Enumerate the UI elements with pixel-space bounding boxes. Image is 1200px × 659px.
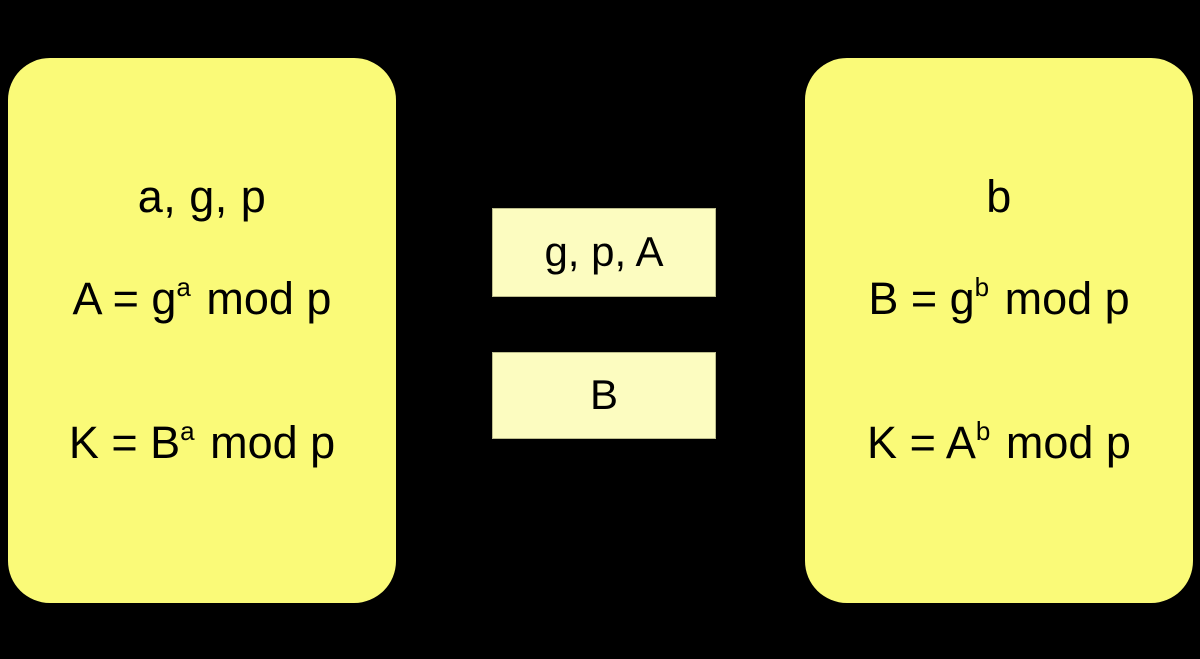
bob-public-key-formula: B = gb mod p [805, 273, 1195, 324]
bob-private-parameters: b [986, 171, 1012, 222]
alice-shared-secret-formula: K = Ba mod p [8, 417, 404, 468]
bob-public-formula-lhs: B = g [868, 273, 975, 324]
alice-secret-formula-exponent: a [180, 416, 195, 446]
message-label-b: B [589, 371, 618, 418]
alice-private-parameters: a, g, p [137, 171, 267, 222]
party-panel-alice: a, g, p A = ga mod p K = Ba mod p [8, 58, 396, 603]
bob-secret-formula-rhs: mod p [993, 417, 1131, 468]
alice-public-key-formula: A = ga mod p [8, 273, 402, 324]
bob-secret-formula-exponent: b [975, 416, 991, 446]
bob-secret-formula-lhs: K = A [867, 417, 976, 468]
bob-shared-secret-formula: K = Ab mod p [805, 417, 1195, 468]
alice-secret-formula-rhs: mod p [197, 417, 336, 468]
alice-secret-formula-lhs: K = B [68, 417, 181, 468]
bob-public-formula-rhs: mod p [992, 273, 1130, 324]
alice-public-formula-lhs: A = g [72, 273, 177, 324]
message-box-g-p-a: g, p, A [492, 208, 716, 297]
party-panel-bob: b B = gb mod p K = Ab mod p [805, 58, 1193, 603]
alice-public-formula-exponent: a [176, 272, 191, 302]
bob-public-formula-exponent: b [974, 272, 990, 302]
message-label-g-p-a: g, p, A [544, 228, 664, 275]
alice-public-formula-rhs: mod p [193, 273, 332, 324]
message-box-b: B [492, 352, 716, 439]
